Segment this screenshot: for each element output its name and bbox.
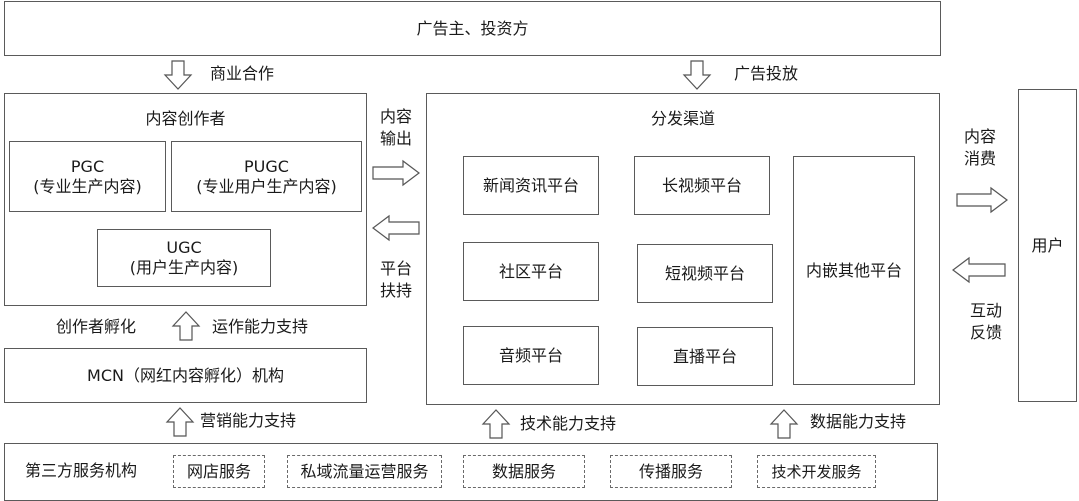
- platform-support-label: 平台扶持: [379, 259, 412, 300]
- data-support-label: 数据能力支持: [810, 412, 907, 431]
- marketing-support-label: 营销能力支持: [200, 411, 297, 430]
- interaction-feedback-left-arrow: [952, 256, 1006, 284]
- ugc-box: UGC (用户生产内容): [97, 229, 271, 287]
- advertiser-label: 广告主、投资方: [416, 18, 529, 38]
- users-box: 用户: [1018, 89, 1077, 402]
- service-tech-dev: 技术开发服务: [757, 455, 876, 488]
- pgc-desc: (专业生产内容): [33, 176, 142, 196]
- pgc-name: PGC: [70, 156, 105, 176]
- service-data: 数据服务: [463, 455, 585, 488]
- pugc-desc: (专业用户生产内容): [196, 176, 337, 196]
- content-consumption-right-arrow: [956, 186, 1008, 214]
- operation-support-label: 运作能力支持: [212, 317, 309, 336]
- service-online-store: 网店服务: [173, 455, 265, 488]
- ad-placement-label: 广告投放: [734, 64, 799, 83]
- platform-short-video: 短视频平台: [637, 244, 773, 303]
- creators-title: 内容创作者: [145, 109, 226, 128]
- ugc-name: UGC: [166, 238, 202, 257]
- ugc-desc: (用户生产内容): [129, 258, 239, 277]
- platform-news: 新闻资讯平台: [463, 156, 599, 215]
- data-support-up-arrow: [769, 409, 799, 439]
- marketing-support-up-arrow: [165, 407, 195, 437]
- platform-support-left-arrow: [372, 214, 420, 242]
- pugc-name: PUGC: [244, 156, 289, 176]
- advertiser-box: 广告主、投资方: [4, 1, 941, 56]
- tech-support-label: 技术能力支持: [520, 414, 617, 433]
- platform-long-video: 长视频平台: [634, 156, 770, 215]
- platform-audio: 音频平台: [463, 326, 599, 385]
- interaction-feedback-label: 互动反馈: [969, 301, 1002, 342]
- content-output-right-arrow: [372, 159, 420, 187]
- ad-placement-down-arrow: [682, 60, 712, 90]
- platform-embedded: 内嵌其他平台: [793, 156, 915, 385]
- creator-incubation-label: 创作者孵化: [56, 317, 137, 336]
- pgc-box: PGC (专业生产内容): [9, 141, 166, 212]
- business-coop-label: 商业合作: [210, 64, 275, 83]
- content-consumption-label: 内容消费: [963, 127, 996, 168]
- operation-support-up-arrow: [171, 311, 201, 341]
- tech-support-up-arrow: [481, 409, 511, 439]
- business-coop-down-arrow: [163, 60, 193, 90]
- platform-live: 直播平台: [637, 327, 773, 386]
- service-communication: 传播服务: [610, 455, 732, 488]
- service-private-traffic: 私域流量运营服务: [287, 455, 442, 488]
- distribution-title: 分发渠道: [650, 109, 715, 128]
- mcn-label: MCN（网红内容孵化）机构: [87, 365, 284, 385]
- mcn-box: MCN（网红内容孵化）机构: [4, 348, 367, 403]
- pugc-box: PUGC (专业用户生产内容): [171, 141, 362, 212]
- users-label: 用户: [1031, 235, 1064, 255]
- platform-community: 社区平台: [463, 242, 599, 301]
- content-output-label: 内容输出: [379, 107, 412, 148]
- third-party-title: 第三方服务机构: [25, 461, 138, 480]
